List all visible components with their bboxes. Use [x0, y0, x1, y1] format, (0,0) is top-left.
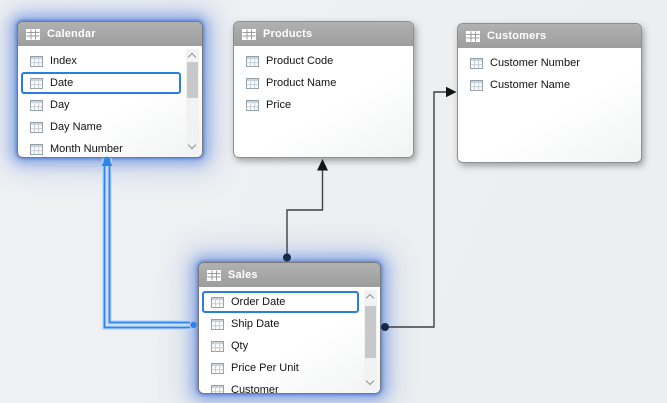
table-title: Sales: [228, 269, 258, 281]
table-field-icon: [211, 296, 224, 308]
table-field-icon: [211, 318, 224, 330]
many-side-dot-icon: [381, 323, 389, 331]
relationship-line-glow: [102, 158, 190, 330]
table-field-icon: [470, 57, 483, 69]
table-header-calendar[interactable]: Calendar: [18, 22, 202, 46]
field-label: Qty: [231, 340, 249, 352]
table-header-products[interactable]: Products: [234, 22, 413, 46]
table-field-icon: [30, 143, 43, 155]
table-field-icon: [246, 55, 259, 67]
field-row[interactable]: Product Name: [234, 72, 413, 94]
table-card-products[interactable]: Products Product Code Product Name: [233, 21, 414, 158]
field-label: Price: [266, 99, 292, 111]
field-label: Product Code: [266, 55, 334, 67]
table-card-sales[interactable]: Sales Order Date Ship Date: [198, 262, 381, 394]
relationship-line: [108, 158, 190, 324]
field-row[interactable]: Qty: [199, 335, 380, 357]
field-row[interactable]: Month Number: [18, 138, 202, 157]
relationship-line: [286, 169, 324, 257]
field-list: Product Code Product Name Price: [234, 46, 413, 157]
field-list: Index Date Day: [18, 46, 202, 157]
field-label: Customer Name: [490, 79, 571, 91]
field-label: Order Date: [231, 296, 286, 308]
table-title: Customers: [487, 30, 547, 42]
one-side-arrow-icon: [446, 86, 457, 98]
table-card-calendar[interactable]: Calendar Index Date: [17, 21, 203, 158]
field-row[interactable]: Ship Date: [199, 313, 380, 335]
scrollbar[interactable]: [364, 290, 377, 390]
table-field-icon: [246, 77, 259, 89]
field-row[interactable]: Customer Number: [458, 52, 641, 74]
table-header-sales[interactable]: Sales: [199, 263, 380, 287]
scrollbar-thumb[interactable]: [187, 62, 198, 98]
table-field-icon: [211, 340, 224, 352]
table-field-icon: [211, 362, 224, 374]
field-list: Order Date Ship Date Qty: [199, 287, 380, 393]
field-label: Product Name: [266, 77, 337, 89]
field-row[interactable]: Index: [18, 50, 202, 72]
field-row[interactable]: Order Date: [202, 291, 359, 313]
table-icon: [242, 28, 256, 40]
table-icon: [26, 28, 40, 40]
table-field-icon: [246, 99, 259, 111]
relationship-calendar-sales[interactable]: [101, 156, 197, 330]
table-field-icon: [211, 384, 224, 393]
relationship-line-glow: [107, 158, 190, 325]
field-label: Index: [50, 55, 77, 67]
field-label: Month Number: [50, 143, 123, 155]
table-header-customers[interactable]: Customers: [458, 24, 641, 48]
table-field-icon: [30, 99, 43, 111]
field-row[interactable]: Day: [18, 94, 202, 116]
scroll-up-icon[interactable]: [364, 291, 377, 303]
table-field-icon: [30, 55, 43, 67]
scrollbar-thumb[interactable]: [365, 306, 376, 358]
field-label: Day: [50, 99, 70, 111]
field-label: Customer Number: [490, 57, 580, 69]
many-side-dot-icon: [190, 321, 197, 329]
table-title: Products: [263, 28, 313, 40]
scroll-down-icon[interactable]: [364, 377, 377, 389]
field-row[interactable]: Date: [21, 72, 181, 94]
one-side-arrow-icon: [317, 159, 328, 171]
field-row[interactable]: Price: [234, 94, 413, 116]
table-field-icon: [30, 121, 43, 133]
table-icon: [207, 269, 221, 281]
relationship-line: [103, 158, 190, 329]
field-list: Customer Number Customer Name: [458, 48, 641, 162]
table-icon: [466, 30, 480, 42]
field-row[interactable]: Product Code: [234, 50, 413, 72]
table-field-icon: [30, 77, 43, 89]
field-row[interactable]: Customer: [199, 379, 380, 393]
field-row[interactable]: Day Name: [18, 116, 202, 138]
table-card-customers[interactable]: Customers Customer Number Customer Name: [457, 23, 642, 163]
table-field-icon: [470, 79, 483, 91]
many-side-dot-icon: [283, 253, 291, 262]
relationship-sales-products[interactable]: [283, 159, 328, 262]
scroll-up-icon[interactable]: [186, 50, 199, 62]
field-label: Price Per Unit: [231, 362, 299, 374]
field-label: Customer: [231, 384, 279, 393]
scrollbar[interactable]: [186, 49, 199, 154]
scroll-down-icon[interactable]: [186, 141, 199, 153]
field-row[interactable]: Customer Name: [458, 74, 641, 96]
field-row[interactable]: Price Per Unit: [199, 357, 380, 379]
field-label: Day Name: [50, 121, 102, 133]
table-title: Calendar: [47, 28, 96, 40]
field-label: Date: [50, 77, 74, 89]
field-label: Ship Date: [231, 318, 280, 330]
